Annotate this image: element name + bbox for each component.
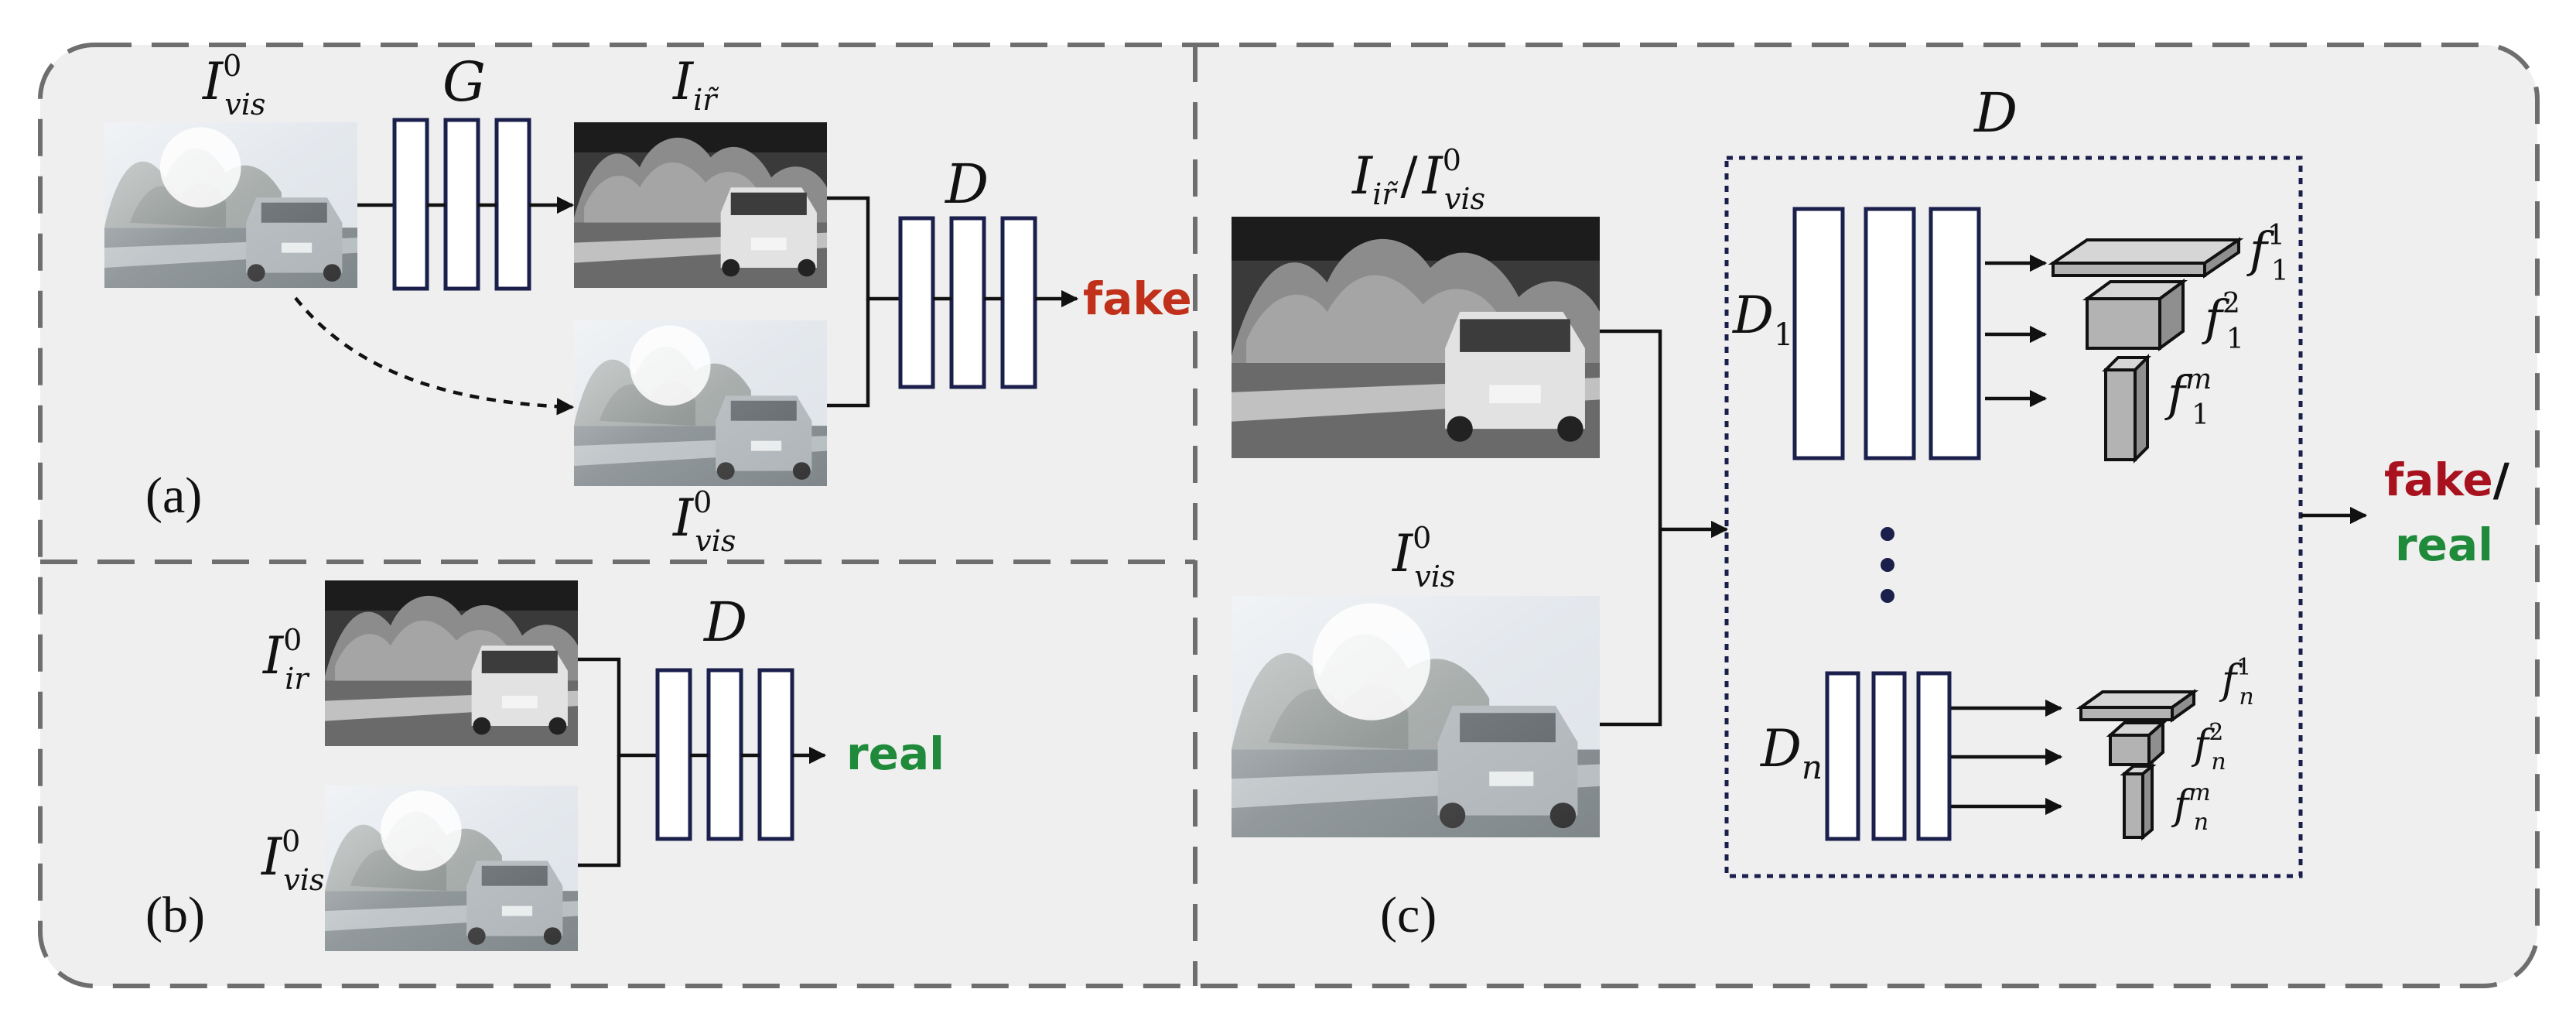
b-ir-image	[325, 580, 578, 746]
d1-feature-map-m	[2102, 354, 2151, 464]
b-output-real: real	[846, 727, 945, 780]
dn-feature-map-1	[2075, 689, 2199, 723]
dn-feature-map-m	[2120, 762, 2157, 841]
dn-label: Dn	[1760, 719, 1823, 786]
panel-b-label: (b)	[145, 887, 205, 943]
a-output-fake: fake	[1083, 272, 1192, 325]
a-pair-dashed-arrow	[294, 296, 575, 416]
c-output-real: real	[2395, 519, 2493, 571]
generator-label: G	[442, 50, 486, 114]
a-discriminator-network	[898, 216, 1037, 389]
generator-network	[392, 118, 531, 291]
d1-network	[1792, 207, 1981, 460]
vertical-ellipsis	[1881, 527, 1894, 603]
a-generated-ir-image	[574, 122, 827, 288]
panel-a-label: (a)	[145, 467, 202, 524]
panel-c-label: (c)	[1380, 887, 1437, 943]
a-discriminator-label: D	[944, 152, 989, 216]
dn-network	[1825, 671, 1952, 841]
a-generated-label: Iir̃	[672, 52, 719, 117]
d1-feature-map-1	[2048, 237, 2244, 279]
c-discriminator-label: D	[1973, 81, 2017, 145]
d1-label: D1	[1732, 286, 1793, 353]
b-discriminator-label: D	[702, 590, 747, 654]
dn-feature-map-2	[2106, 719, 2168, 768]
c-output-fake: fake/	[2384, 454, 2510, 506]
b-discriminator-network	[655, 668, 794, 841]
c-top-image	[1232, 217, 1600, 458]
d1-feature-map-2	[2082, 279, 2188, 351]
